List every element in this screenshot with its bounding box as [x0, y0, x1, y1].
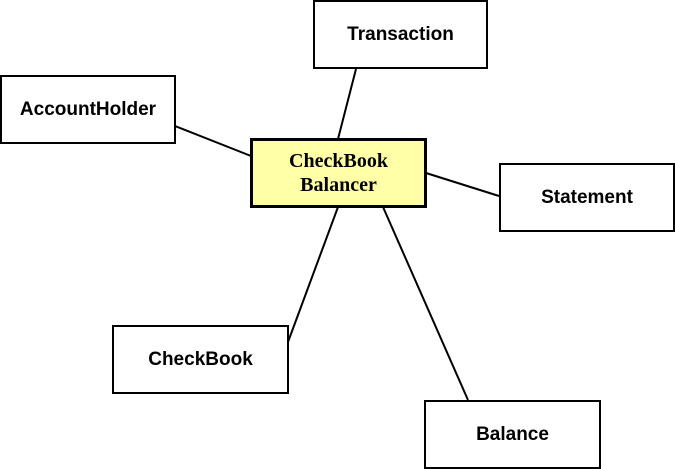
node-transaction: Transaction	[313, 0, 488, 69]
node-balance: Balance	[424, 400, 601, 469]
edge-statement	[425, 172, 500, 197]
node-checkbook: CheckBook	[112, 325, 289, 394]
edge-balance	[382, 206, 469, 401]
node-checkbook-balancer: CheckBook Balancer	[250, 138, 427, 208]
edge-account-holder	[174, 125, 252, 157]
node-account-holder: AccountHolder	[0, 75, 176, 144]
edge-transaction	[337, 68, 357, 140]
edge-checkbook	[287, 206, 339, 343]
node-statement: Statement	[499, 163, 675, 232]
